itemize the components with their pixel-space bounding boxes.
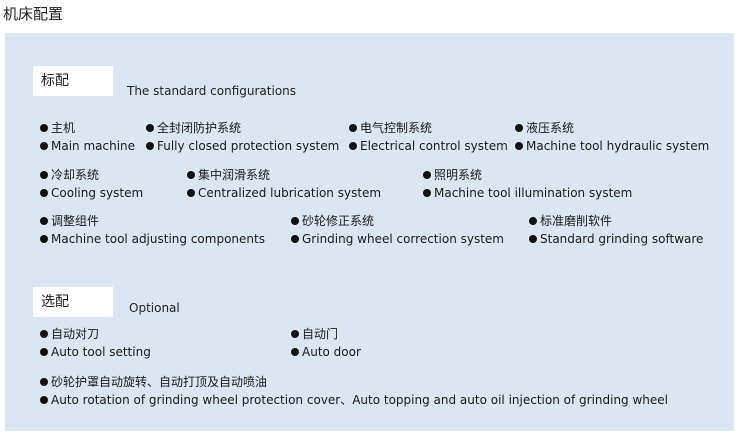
- bullet-icon: [40, 235, 48, 243]
- page-title: 机床配置: [3, 5, 64, 23]
- standard-subtitle: The standard configurations: [127, 84, 297, 98]
- bullet-icon: [349, 124, 357, 132]
- config-item-hydraulic-system: 液压系统 Machine tool hydraulic system: [515, 119, 709, 155]
- optional-tab-label: 选配: [41, 294, 69, 310]
- config-item-wheel-correction: 砂轮修正系统 Grinding wheel correction system: [291, 212, 504, 248]
- bullet-icon: [40, 348, 48, 356]
- configuration-panel: 标配 The standard configurations 主机 Main m…: [5, 33, 734, 431]
- standard-tab: 标配: [33, 66, 113, 96]
- optional-subtitle: Optional: [129, 301, 180, 315]
- bullet-icon: [515, 124, 523, 132]
- config-item-auto-tool-setting: 自动对刀 Auto tool setting: [40, 325, 151, 361]
- bullet-icon: [40, 396, 48, 404]
- config-item-illumination-system: 照明系统 Machine tool illumination system: [423, 166, 632, 202]
- bullet-icon: [40, 142, 48, 150]
- standard-tab-label: 标配: [41, 73, 69, 89]
- bullet-icon: [187, 189, 195, 197]
- bullet-icon: [40, 217, 48, 225]
- bullet-icon: [529, 235, 537, 243]
- bullet-icon: [40, 378, 48, 386]
- bullet-icon: [423, 189, 431, 197]
- bullet-icon: [40, 124, 48, 132]
- config-item-cooling-system: 冷却系统 Cooling system: [40, 166, 143, 202]
- bullet-icon: [291, 235, 299, 243]
- bullet-icon: [146, 124, 154, 132]
- bullet-icon: [529, 217, 537, 225]
- bullet-icon: [187, 171, 195, 179]
- config-item-electrical-control: 电气控制系统 Electrical control system: [349, 119, 508, 155]
- bullet-icon: [40, 330, 48, 338]
- bullet-icon: [515, 142, 523, 150]
- config-item-main-machine: 主机 Main machine: [40, 119, 135, 155]
- config-item-adjusting-components: 调整组件 Machine tool adjusting components: [40, 212, 265, 248]
- config-item-auto-door: 自动门 Auto door: [291, 325, 361, 361]
- optional-tab: 选配: [33, 287, 113, 317]
- bullet-icon: [291, 330, 299, 338]
- bullet-icon: [40, 171, 48, 179]
- bullet-icon: [146, 142, 154, 150]
- bullet-icon: [291, 217, 299, 225]
- bullet-icon: [40, 189, 48, 197]
- config-item-protection-system: 全封闭防护系统 Fully closed protection system: [146, 119, 339, 155]
- bullet-icon: [349, 142, 357, 150]
- config-item-lubrication-system: 集中润滑系统 Centralized lubrication system: [187, 166, 381, 202]
- bullet-icon: [423, 171, 431, 179]
- config-item-grinding-software: 标准磨削软件 Standard grinding software: [529, 212, 703, 248]
- config-item-auto-rotation: 砂轮护罩自动旋转、自动打顶及自动喷油 Auto rotation of grin…: [40, 373, 668, 409]
- bullet-icon: [291, 348, 299, 356]
